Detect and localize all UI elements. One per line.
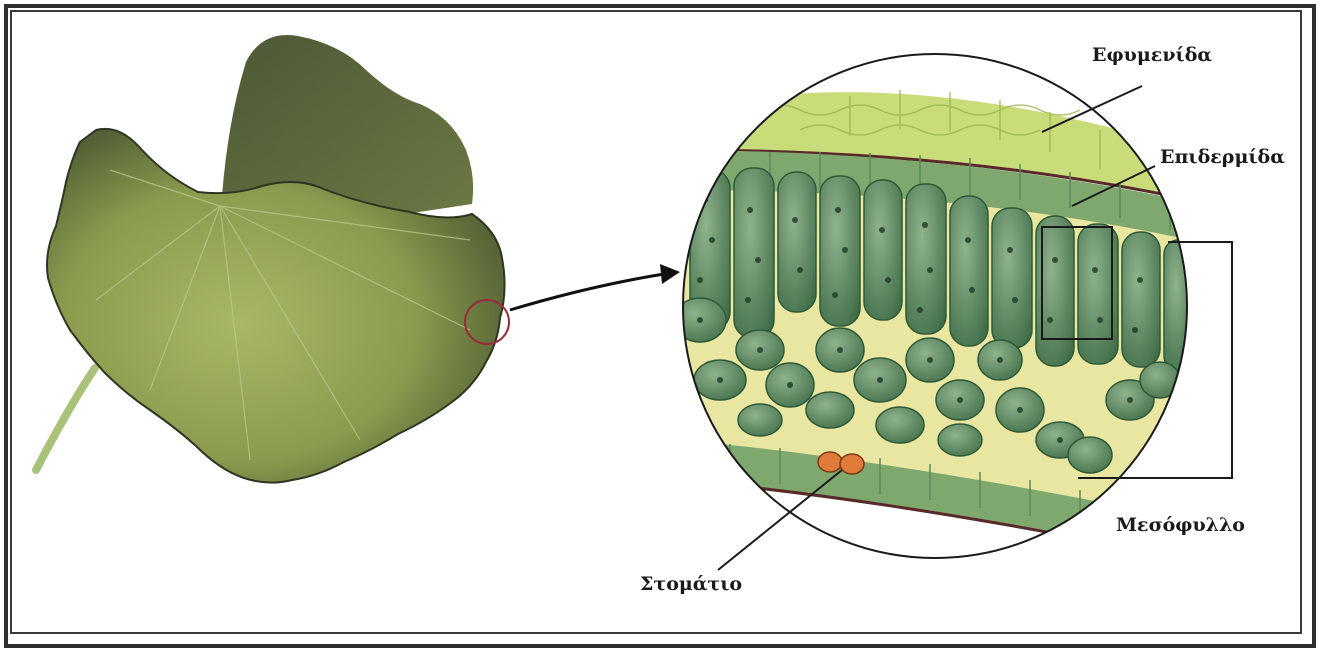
- label-cuticle: Εφυμενίδα: [1092, 44, 1212, 66]
- label-mesophyll: Μεσόφυλλο: [1116, 514, 1245, 536]
- leaf-cross-section: [674, 54, 1194, 560]
- leaf-stem: [36, 368, 95, 470]
- leaf: [36, 35, 509, 483]
- zoom-arrow: [510, 264, 680, 310]
- label-stoma: Στομάτιο: [640, 573, 742, 595]
- label-epidermis: Επιδερμίδα: [1160, 146, 1285, 168]
